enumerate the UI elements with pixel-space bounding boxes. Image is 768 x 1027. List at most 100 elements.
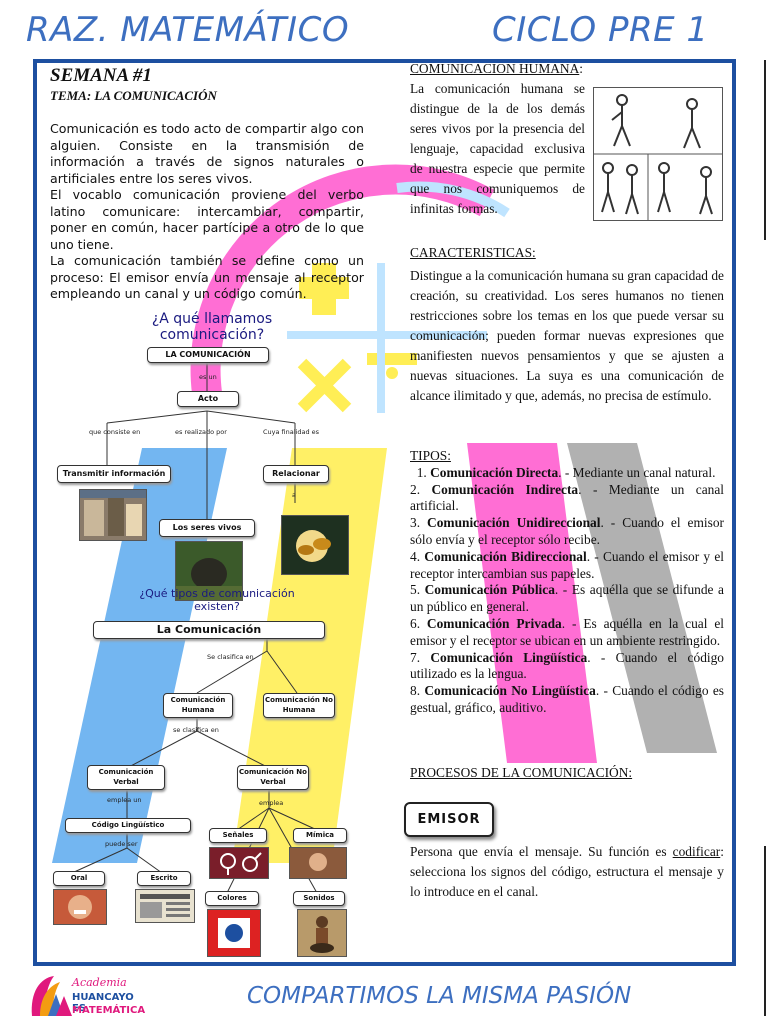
intro-paragraph: El vocablo comunicación proviene del ver… [50, 187, 364, 252]
type-desc: . - Cuando el código es gestual, gráfico… [410, 683, 725, 715]
map-node-senales: Señales [209, 828, 267, 843]
footer-slogan: COMPARTIMOS LA MISMA PASIÓN [247, 983, 632, 1009]
map-node-colores: Colores [205, 891, 259, 906]
type-number: 5. [410, 582, 421, 598]
header-right: CICLO PRE 1 [492, 10, 709, 50]
type-name: Comunicación Unidireccional [427, 515, 601, 531]
map-node-seres-vivos: Los seres vivos [159, 519, 255, 537]
type-number: 8. [410, 683, 421, 699]
emisor-box: EMISOR [404, 802, 494, 837]
map-node-verbal: Comunicación Verbal [87, 765, 165, 790]
type-item: 7. Comunicación Lingüística. - Cuando el… [410, 650, 724, 684]
map-node-root: LA COMUNICACIÓN [147, 347, 269, 363]
human-comm-title: COMUNICACIÓN HUMANA [410, 61, 580, 76]
type-item: 2. Comunicación Indirecta. - Mediante un… [410, 482, 724, 516]
type-desc: . - Cuando el emisor sólo envía y el rec… [410, 515, 724, 547]
type-number: 4. [410, 548, 421, 564]
type-name: Comunicación Indirecta [431, 481, 579, 497]
traffic-signs-photo [207, 909, 261, 957]
logo-line-2: HUANCAYO ES [72, 992, 134, 1014]
bees-photo [281, 515, 349, 575]
map-label-a: a [292, 491, 296, 499]
map-label-se-clasifica-2: se clasifica en [173, 726, 219, 734]
type-number: 3. [410, 515, 421, 531]
map-question-1: ¿A qué llamamos comunicación? [151, 311, 273, 343]
type-item: 5. Comunicación Pública. - Es aquélla qu… [410, 582, 724, 616]
map-label-es-un: es un [199, 373, 217, 381]
type-item: 1. Comunicación Directa. - Mediante un c… [410, 465, 724, 482]
map-label-realizado: es realizado por [175, 428, 227, 436]
map-node-no-humana: Comunicación No Humana [263, 693, 335, 718]
map-label-se-clasifica: Se clasifica en [207, 653, 254, 661]
type-item: 4. Comunicación Bidireccional. - Cuando … [410, 549, 724, 583]
logo-line-1: Academia [72, 976, 127, 989]
type-number: 1. [416, 464, 427, 480]
intro-paragraph: Comunicación es todo acto de compartir a… [50, 121, 364, 186]
type-name: Comunicación Lingüística [430, 649, 588, 665]
emisor-codificar: codificar [672, 844, 721, 859]
types-title: TIPOS: [410, 448, 451, 463]
type-name: Comunicación Bidireccional [424, 548, 587, 564]
human-comm-text: La comunicación humana se distingue de l… [410, 81, 585, 216]
type-desc: . - Mediante un canal natural. [558, 464, 716, 480]
type-name: Comunicación Privada [426, 615, 562, 631]
type-desc: . - Mediante un canal artificial. [410, 481, 725, 514]
type-desc: . - Es aquélla que se difunde a un públi… [410, 582, 724, 615]
processes-title: PROCESOS DE LA COMUNICACIÓN: [410, 765, 633, 780]
people-talking-photo [79, 489, 147, 541]
map-node-root-2: La Comunicación [93, 621, 325, 639]
human-comm-colon: : [579, 61, 583, 76]
mime-photo [289, 847, 347, 879]
type-item: 3. Comunicación Unidireccional. - Cuando… [410, 515, 724, 549]
type-desc: . - Es aquélla en la cual el emisor y el… [410, 615, 724, 648]
types-list: TIPOS: 1. Comunicación Directa. - Median… [410, 448, 724, 717]
walking-people-illustration [593, 87, 723, 221]
map-node-mimica: Mímica [293, 828, 347, 843]
map-label-puede-ser: puede ser [105, 840, 138, 848]
emisor-text: Persona que envía el mensaje. Su función… [410, 842, 724, 902]
map-node-relacionar: Relacionar [263, 465, 329, 483]
map-node-acto: Acto [177, 391, 239, 407]
academy-logo: Academia HUANCAYO ES MATEMÁTICA [26, 972, 150, 1027]
content-frame: SEMANA #1 TEMA: LA COMUNICACIÓN Comunica… [33, 59, 736, 966]
week-title: SEMANA #1 [50, 65, 152, 86]
intro-paragraph: La comunicación también se define como u… [50, 253, 364, 301]
map-label-finalidad: Cuya finalidad es [263, 428, 320, 436]
logo-mark [31, 976, 72, 1016]
intro-text: Comunicación es todo acto de compartir a… [50, 121, 364, 303]
drummer-photo [297, 909, 347, 957]
type-number: 7. [410, 649, 421, 665]
characteristics-title: CARACTERISTICAS: [410, 245, 536, 260]
map-question-2: ¿Qué tipos de comunicación existen? [139, 587, 295, 613]
emisor-text-a: Persona que envía el mensaje. Su función… [410, 844, 673, 859]
type-desc: . - Cuando el emisor y el receptor inter… [410, 548, 724, 581]
map-node-no-verbal: Comunicación No Verbal [237, 765, 309, 790]
map-node-escrito: Escrito [137, 871, 191, 886]
header-left: RAZ. MATEMÁTICO [26, 10, 350, 50]
type-number: 2. [410, 481, 421, 497]
map-node-codigo: Código Lingüístico [65, 818, 191, 833]
emisor-text-b: : selecciona los signos del código, estr… [410, 844, 724, 899]
page-edge-mark [764, 60, 766, 240]
type-number: 6. [410, 615, 421, 631]
topic-title: TEMA: LA COMUNICACIÓN [50, 88, 217, 103]
map-node-sonidos: Sonidos [293, 891, 345, 906]
human-comm-heading: COMUNICACIÓN HUMANA: [410, 61, 724, 77]
characteristics-text: Distingue a la comunicación humana su gr… [410, 268, 724, 403]
page-edge-mark [764, 846, 766, 1016]
type-item: 6. Comunicación Privada. - Es aquélla en… [410, 616, 724, 650]
gender-symbols-icon [209, 847, 269, 879]
type-name: Comunicación Directa [430, 464, 559, 480]
type-name: Comunicación Pública [424, 582, 555, 598]
speaking-man-photo [53, 889, 107, 925]
type-name: Comunicación No Lingüística [424, 683, 596, 699]
map-label-emplea: emplea [259, 799, 284, 807]
map-node-oral: Oral [53, 871, 105, 886]
background-graphics [52, 164, 717, 894]
type-item: 8. Comunicación No Lingüística. - Cuando… [410, 683, 724, 717]
map-label-consiste: que consiste en [89, 428, 141, 436]
type-desc: . - Cuando el código utilizado es la len… [410, 649, 724, 682]
map-node-transmitir: Transmitir información [57, 465, 171, 483]
map-label-emplea-un: emplea un [107, 796, 142, 804]
gorilla-photo [175, 541, 243, 601]
